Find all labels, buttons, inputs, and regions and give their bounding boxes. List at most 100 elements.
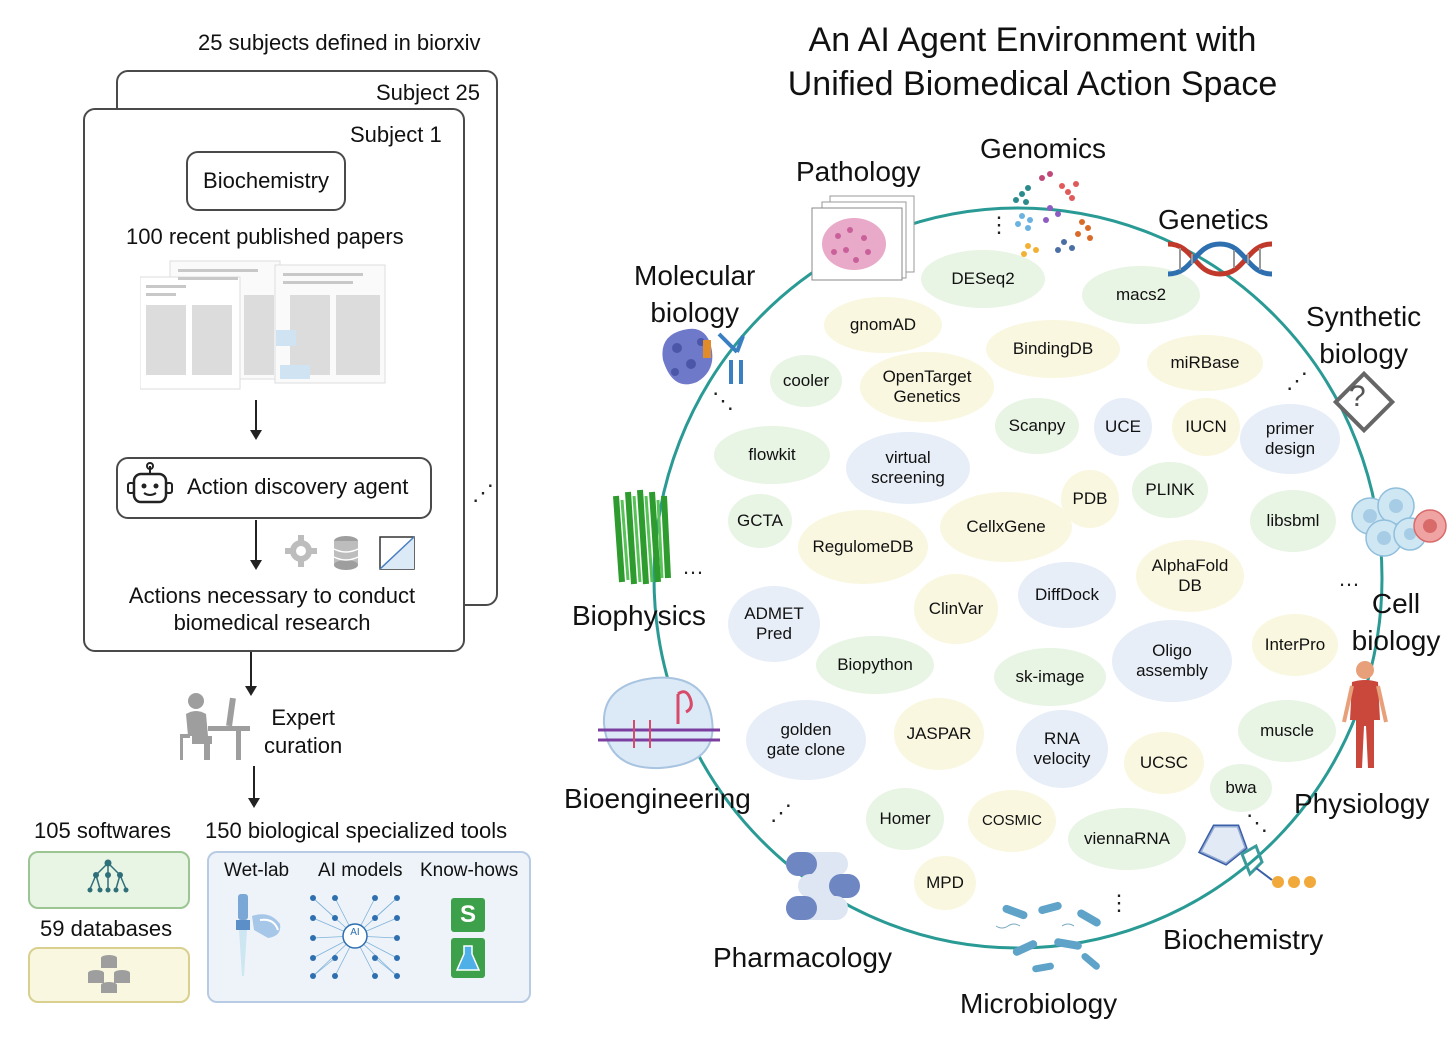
tool-cooler: cooler xyxy=(770,355,842,407)
subject-genomics: Genomics xyxy=(980,133,1107,164)
tool-plink: PLINK xyxy=(1132,462,1208,518)
tool-cat-knowhows: Know-hows xyxy=(420,860,519,881)
subject-bioengineering: Bioengineering xyxy=(564,783,751,814)
flask-icon xyxy=(451,938,485,978)
tool-muscle: muscle xyxy=(1238,700,1336,762)
ellipsis-biochemistry: ⋱ xyxy=(1246,810,1269,835)
cards-ellipsis: ⋰ xyxy=(472,480,495,505)
databases-label: 59 databases xyxy=(40,916,173,941)
tool-viennarna: viennaRNA xyxy=(1068,808,1186,870)
subject-front-label: Subject 1 xyxy=(350,122,442,147)
tool-macs2: macs2 xyxy=(1082,266,1200,324)
subject-cell-biology: Cell biology xyxy=(1346,585,1446,659)
genetics-dna-icon xyxy=(1167,241,1273,277)
pipette-icon xyxy=(236,894,281,976)
tool-iucn: IUCN xyxy=(1172,398,1240,456)
actions-label: Actions necessary to conduct biomedical … xyxy=(83,582,461,636)
ellipsis-synthetic: ⋰ xyxy=(1286,368,1309,393)
ellipsis-biophysics: … xyxy=(682,554,705,579)
tool-jaspar: JASPAR xyxy=(894,698,984,770)
actions-label-line2: biomedical research xyxy=(173,610,371,635)
database-stack-icon xyxy=(88,955,130,993)
tool-cosmic: COSMIC xyxy=(968,790,1056,852)
subject-back-label: Subject 25 xyxy=(376,80,480,105)
unknown-subject-icon xyxy=(1332,370,1396,434)
title-line1: An AI Agent Environment with xyxy=(808,21,1257,59)
synthetic-line2: biology xyxy=(1319,338,1408,369)
molecular-line2: biology xyxy=(650,297,740,328)
action-icons xyxy=(285,535,415,570)
curation-line2: curation xyxy=(264,733,343,758)
tool-ucsc: UCSC xyxy=(1124,732,1204,794)
curation-line1: Expert xyxy=(271,705,335,730)
arrow-down-2 xyxy=(250,520,262,570)
cell-line2: biology xyxy=(1351,625,1441,656)
tool-gcta: GCTA xyxy=(728,494,792,548)
tool-golden-gate-clone: golden gate clone xyxy=(746,700,866,780)
diagram-title: An AI Agent Environment with Unified Bio… xyxy=(760,18,1305,106)
tool-deseq2: DESeq2 xyxy=(921,250,1045,308)
tool-oligo-assembly: Oligo assembly xyxy=(1112,620,1232,702)
molecular-line1: Molecular xyxy=(634,260,756,291)
agent-label: Action discovery agent xyxy=(187,474,409,499)
gear-icon xyxy=(285,535,317,567)
tool-homer: Homer xyxy=(866,788,944,850)
tool-admet-pred: ADMET Pred xyxy=(728,586,820,662)
tool-virtual-screening: virtual screening xyxy=(846,432,970,504)
curation-label: Expert curation xyxy=(264,704,342,760)
robot-icon xyxy=(127,462,173,504)
tool-cat-wetlab: Wet-lab xyxy=(224,860,290,881)
tool-mpd: MPD xyxy=(914,856,976,910)
tools-header: 150 biological specialized tools xyxy=(205,818,508,843)
tool-bwa: bwa xyxy=(1210,764,1272,812)
biochemistry-molecule-icon xyxy=(1197,824,1316,888)
microbiology-bacteria-icon xyxy=(995,901,1101,973)
subject-name-box: Biochemistry xyxy=(186,151,346,211)
bioengineering-plasmid-icon xyxy=(598,676,720,770)
ellipsis-microbiology: ⋮ xyxy=(1108,890,1131,915)
expert-at-desk-icon xyxy=(180,693,250,760)
tool-sk-image: sk-image xyxy=(994,648,1106,706)
ellipsis-cell: … xyxy=(1338,566,1361,591)
actions-label-line1: Actions necessary to conduct xyxy=(128,583,416,608)
tool-biopython: Biopython xyxy=(816,636,934,694)
arrow-down-1 xyxy=(250,400,262,440)
tool-bindingdb: BindingDB xyxy=(986,320,1120,378)
softwares-box xyxy=(28,851,190,909)
tool-primer-design: primer design xyxy=(1240,404,1340,474)
pathology-slides-icon xyxy=(811,195,915,281)
tool-diffdock: DiffDock xyxy=(1018,562,1116,628)
biophysics-barrel-icon xyxy=(613,489,671,585)
question-mark-icon: ? xyxy=(1349,380,1366,413)
papers-thumbnail xyxy=(140,260,386,390)
subject-physiology: Physiology xyxy=(1294,788,1430,819)
arrow-down-3 xyxy=(245,652,257,696)
tool-pdb: PDB xyxy=(1061,470,1119,528)
database-icon xyxy=(333,536,359,570)
tool-cat-ai-models: AI models xyxy=(318,860,403,881)
softwares-label: 105 softwares xyxy=(34,818,171,843)
tool-clinvar: ClinVar xyxy=(914,574,998,644)
sheets-icon: S xyxy=(451,898,485,932)
tool-scanpy: Scanpy xyxy=(995,398,1079,454)
subject-pharmacology: Pharmacology xyxy=(713,942,892,973)
title-line2: Unified Biomedical Action Space xyxy=(787,65,1278,103)
molecular-protein-icon xyxy=(662,328,745,385)
plot-icon xyxy=(379,536,415,570)
tool-mirbase: miRBase xyxy=(1147,335,1263,391)
tool-libsbml: libsbml xyxy=(1250,490,1336,552)
subject-molecular-biology: Molecular biology xyxy=(634,257,755,331)
neural-network-icon xyxy=(310,895,400,979)
tool-cellxgene: CellxGene xyxy=(940,492,1072,562)
ellipsis-genomics: ⋮ xyxy=(988,212,1011,237)
tool-opentarget-genetics: OpenTarget Genetics xyxy=(860,352,994,422)
cell-biology-cells-icon xyxy=(1351,487,1447,557)
tool-uce: UCE xyxy=(1094,398,1152,456)
tool-regulomedb: RegulomeDB xyxy=(798,510,928,584)
tool-rna-velocity: RNA velocity xyxy=(1016,710,1108,788)
genomics-umap-icon xyxy=(1013,171,1093,257)
subject-biochemistry: Biochemistry xyxy=(1163,924,1324,955)
cell-line1: Cell xyxy=(1371,588,1421,619)
subject-biophysics: Biophysics xyxy=(572,600,706,631)
